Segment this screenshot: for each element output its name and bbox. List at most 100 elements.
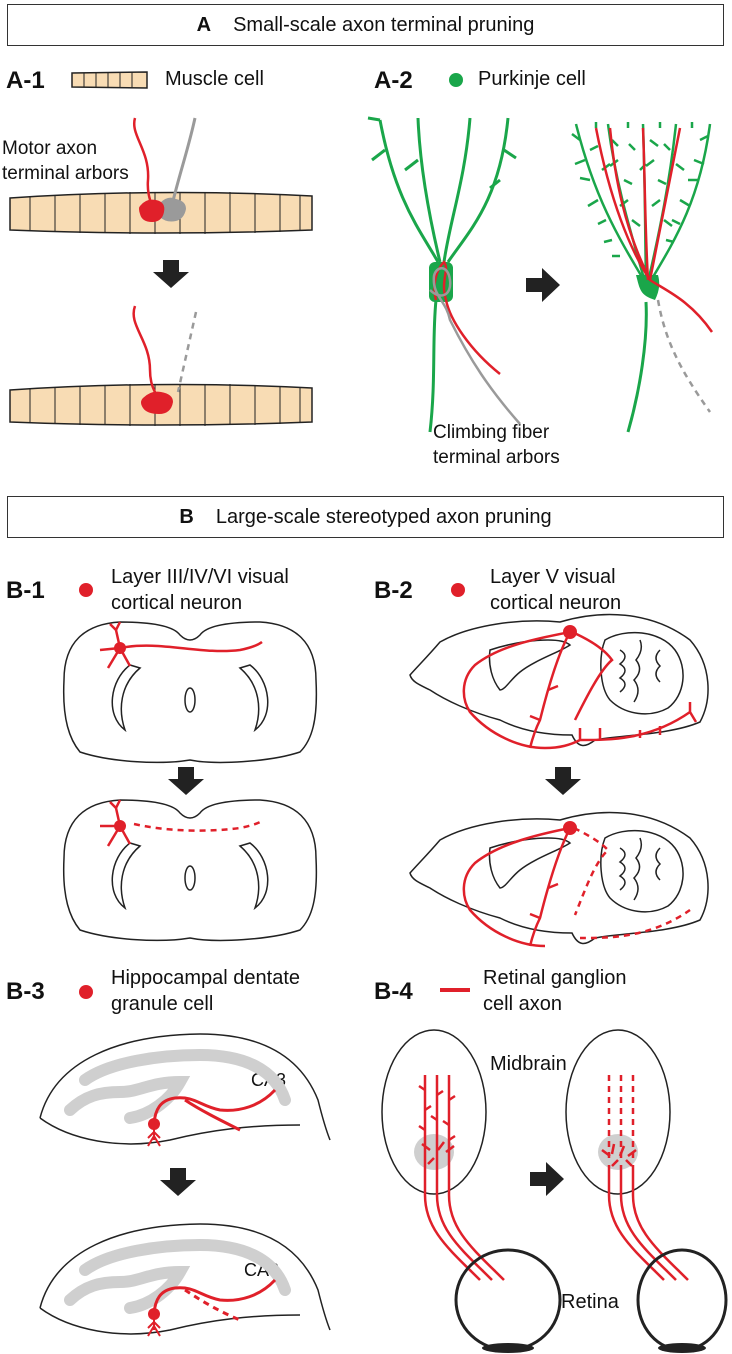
b4-midbrain-outline-left bbox=[381, 1029, 487, 1195]
b3-axon-top bbox=[152, 1088, 277, 1132]
b2-neuron-bottom bbox=[462, 826, 572, 948]
section-a-header: A Small-scale axon terminal pruning bbox=[7, 4, 724, 46]
a2-note-line1: Climbing fiber bbox=[433, 422, 550, 443]
a1-legend-text: Muscle cell bbox=[165, 68, 264, 90]
b4-legend-line1: Retinal ganglion bbox=[483, 967, 627, 989]
b3-gray-layer-bottom bbox=[64, 1238, 291, 1314]
b1-coronal-section-top bbox=[62, 621, 318, 764]
a2-red-climbing-fiber-mature bbox=[594, 127, 714, 333]
b2-ventricle-bottom bbox=[488, 837, 572, 889]
b2-legend-line1: Layer V visual bbox=[490, 566, 616, 588]
b3-panel bbox=[39, 985, 331, 1337]
down-arrow-icon bbox=[168, 767, 204, 795]
b1-ventricle-left-top bbox=[111, 664, 142, 733]
a1-note-line2: terminal arbors bbox=[2, 163, 129, 184]
section-b-letter: B bbox=[179, 505, 194, 528]
b3-axon-bottom bbox=[152, 1278, 277, 1315]
b3-hippocampus-outline-bottom bbox=[39, 1223, 331, 1335]
b4-panel bbox=[381, 988, 728, 1353]
a2-red-climbing-fiber-immature bbox=[433, 260, 501, 375]
b4-retina-left bbox=[454, 1248, 562, 1352]
a2-pruned-dashed-fiber bbox=[656, 299, 712, 413]
b2-pruned-dashed-axon-1 bbox=[579, 908, 691, 940]
a1-gray-terminal-top bbox=[157, 197, 186, 222]
b2-legend-neuron-dot bbox=[451, 583, 465, 597]
b3-hippocampus-outline-top bbox=[39, 1033, 331, 1145]
b1-legend-line2: cortical neuron bbox=[111, 592, 243, 614]
down-arrow-icon bbox=[545, 767, 581, 795]
panel-b4-label: B-4 bbox=[374, 978, 413, 1005]
b2-neuron-top bbox=[462, 630, 698, 750]
b4-legend-line2: cell axon bbox=[483, 993, 562, 1015]
b2-cerebellum-top bbox=[600, 631, 684, 715]
b4-retina-right-pad bbox=[658, 1343, 706, 1353]
down-arrow-icon bbox=[160, 1168, 196, 1196]
a2-legend-purkinje-dot bbox=[449, 73, 463, 87]
b2-panel bbox=[409, 583, 709, 948]
panel-a1-label: A-1 bbox=[6, 67, 45, 94]
b1-neuron-soma-top bbox=[114, 642, 126, 654]
b1-neuron-bottom bbox=[100, 799, 132, 847]
section-a-letter: A bbox=[196, 13, 212, 36]
b1-midline-bottom bbox=[184, 865, 196, 891]
a1-gray-axon-top bbox=[170, 117, 197, 206]
b2-ventricle-top bbox=[488, 639, 572, 691]
b4-pruned-dashed-branches bbox=[607, 1075, 635, 1160]
a1-legend-muscle-icon bbox=[71, 71, 148, 89]
b1-legend-line1: Layer III/IV/VI visual bbox=[111, 566, 289, 588]
b1-neuron-top bbox=[99, 621, 263, 669]
b4-retina-left-pad bbox=[482, 1343, 534, 1353]
b4-midbrain-label: Midbrain bbox=[490, 1053, 567, 1075]
b1-coronal-section-bottom bbox=[62, 799, 318, 942]
a1-note-line1: Motor axon bbox=[2, 138, 98, 159]
down-arrow-icon bbox=[153, 260, 189, 288]
panel-a2-label: A-2 bbox=[374, 67, 413, 94]
panel-b2-label: B-2 bbox=[374, 577, 413, 604]
b4-rgc-axons-right bbox=[601, 1143, 689, 1281]
b1-ventricle-right-top bbox=[238, 664, 269, 733]
a2-purkinje-mature bbox=[571, 122, 712, 433]
a1-panel bbox=[9, 71, 313, 426]
b3-pruned-dashed-axon bbox=[184, 1288, 241, 1322]
b3-legend-line1: Hippocampal dentate bbox=[111, 967, 301, 989]
b2-sagittal-brain-bottom bbox=[409, 811, 709, 945]
b4-retina-right bbox=[636, 1248, 728, 1352]
b1-neuron-soma-bottom bbox=[114, 820, 126, 832]
section-b-header: B Large-scale stereotyped axon pruning bbox=[7, 496, 724, 538]
section-a-title: Small-scale axon terminal pruning bbox=[233, 13, 535, 36]
a1-pruned-dashed-axon bbox=[176, 311, 198, 393]
b3-legend-neuron-dot bbox=[79, 985, 93, 999]
b2-legend-line2: cortical neuron bbox=[490, 592, 622, 614]
a2-gray-climbing-fiber-immature bbox=[429, 267, 521, 425]
b3-granule-soma-bottom bbox=[148, 1308, 160, 1320]
b4-retina-label: Retina bbox=[561, 1291, 619, 1313]
b1-ventricle-left-bottom bbox=[111, 842, 142, 911]
b3-dendrites-top bbox=[147, 1124, 161, 1147]
b3-granule-soma-top bbox=[148, 1118, 160, 1130]
a1-red-terminal-bottom bbox=[141, 391, 173, 414]
a2-panel bbox=[367, 73, 714, 433]
a1-red-terminal-top bbox=[139, 199, 165, 222]
b4-rgc-axons-left bbox=[418, 1075, 505, 1281]
a2-purkinje-immature bbox=[367, 116, 517, 433]
a1-red-axon-top bbox=[132, 117, 154, 207]
a2-note-line2: terminal arbors bbox=[433, 447, 560, 468]
right-arrow-icon bbox=[526, 268, 560, 302]
b4-midbrain-outline-right bbox=[565, 1029, 671, 1195]
b2-pruned-dashed-axon-2 bbox=[573, 826, 610, 916]
b1-ventricle-right-bottom bbox=[238, 842, 269, 911]
panel-b3-label: B-3 bbox=[6, 978, 45, 1005]
b1-panel bbox=[62, 583, 318, 942]
b2-neuron-soma-top bbox=[563, 625, 577, 639]
b1-legend-neuron-dot bbox=[79, 583, 93, 597]
b3-legend-line2: granule cell bbox=[111, 993, 214, 1015]
section-b-title: Large-scale stereotyped axon pruning bbox=[215, 505, 552, 528]
panel-b1-label: B-1 bbox=[6, 577, 45, 604]
b2-cerebellum-bottom bbox=[600, 829, 684, 913]
b2-neuron-soma-bottom bbox=[563, 821, 577, 835]
b1-midline-top bbox=[184, 687, 196, 713]
right-arrow-icon bbox=[530, 1162, 564, 1196]
b3-dendrites-bottom bbox=[147, 1314, 161, 1337]
b1-pruned-dashed-axon bbox=[133, 820, 261, 832]
